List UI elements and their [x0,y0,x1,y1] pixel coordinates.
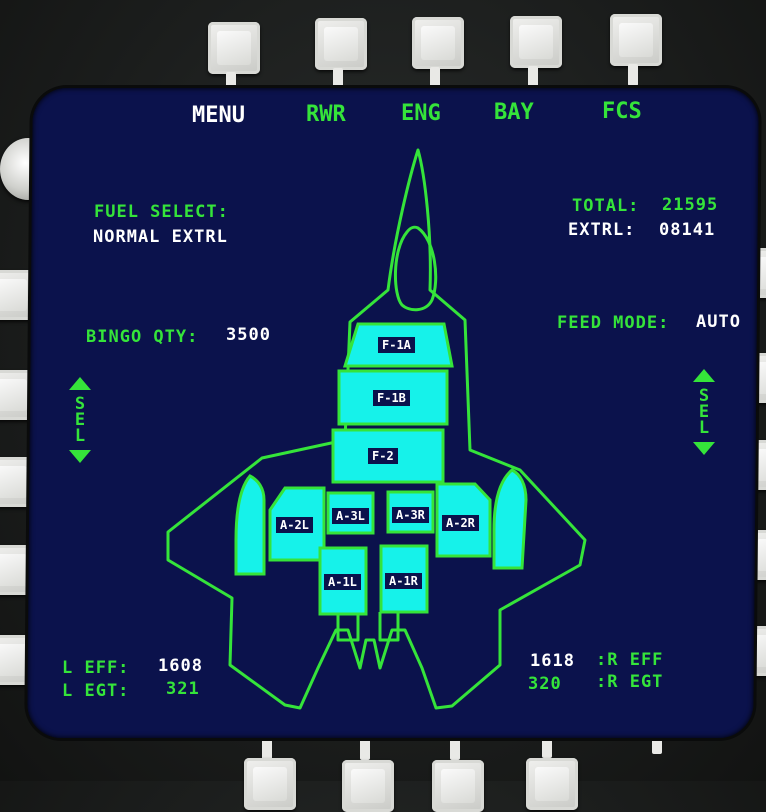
osb-stem [528,66,538,88]
tank-a2l-label: A-2L [276,517,313,533]
tank-a1l-label: A-1L [324,574,361,590]
osb-bay-button[interactable] [510,16,562,68]
triangle-up-icon[interactable] [69,377,91,390]
osb-left-5-button[interactable] [0,635,36,685]
osb-menu-button[interactable] [208,22,260,74]
fuel-select-label: FUEL SELECT: [94,202,229,222]
total-value: 21595 [662,195,719,215]
left-eff-value: 1608 [158,656,203,676]
right-eff-value: 1618 [530,651,575,671]
tank-f1a-label: F-1A [378,337,415,353]
osb-stem [430,67,440,89]
triangle-down-icon[interactable] [693,442,715,455]
tank-external-right [492,468,528,570]
tank-a2r-label: A-2R [442,515,479,531]
sel-left-letter-l: L [74,426,86,446]
sel-right-letter-l: L [698,418,710,438]
triangle-up-icon[interactable] [693,369,715,382]
fuel-select-value: NORMAL EXTRL [93,227,228,247]
tank-f1b-label: F-1B [373,390,410,406]
osb-stem [542,736,552,758]
menu-label[interactable]: MENU [192,103,245,128]
osb-stem [262,738,272,760]
total-label: TOTAL: [572,196,640,216]
sel-right-rocker[interactable]: S E L [693,369,715,455]
bingo-qty-label: BINGO QTY: [86,327,199,347]
sel-right-letter-e: E [698,402,710,422]
osb-stem [450,738,460,760]
left-eff-label: L EFF: [62,658,130,678]
sel-left-rocker[interactable]: S E L [69,377,91,463]
osb-rwr-button[interactable] [315,18,367,70]
rwr-label[interactable]: RWR [306,102,346,127]
sel-right-letter-s: S [698,386,710,406]
bingo-qty-value: 3500 [226,325,271,345]
osb-stem [333,68,343,90]
feed-mode-value: AUTO [696,312,741,332]
bay-label[interactable]: BAY [494,100,534,125]
extrl-value: 08141 [659,220,716,240]
right-eff-label: :R EFF [596,650,664,670]
right-egt-value: 320 [528,674,562,694]
osb-stem [652,734,662,754]
left-egt-label: L EGT: [62,681,130,701]
triangle-down-icon[interactable] [69,450,91,463]
tank-a1r-label: A-1R [385,573,422,589]
feed-mode-label: FEED MODE: [557,313,670,333]
sel-left-letter-s: S [74,394,86,414]
osb-stem [226,72,236,92]
osb-stem [360,738,370,760]
eng-label[interactable]: ENG [401,101,441,126]
canopy-outline [394,225,438,312]
osb-stem [628,64,638,86]
osb-eng-button[interactable] [412,17,464,69]
tank-a3r-label: A-3R [392,507,429,523]
extrl-label: EXTRL: [568,220,636,240]
fcs-label[interactable]: FCS [602,99,642,124]
tank-f2-label: F-2 [368,448,398,464]
tank-external-left [234,474,266,576]
left-egt-value: 321 [166,679,200,699]
right-egt-label: :R EGT [596,672,664,692]
osb-fcs-button[interactable] [610,14,662,66]
tank-a3l-label: A-3L [332,508,369,524]
sel-left-letter-e: E [74,410,86,430]
